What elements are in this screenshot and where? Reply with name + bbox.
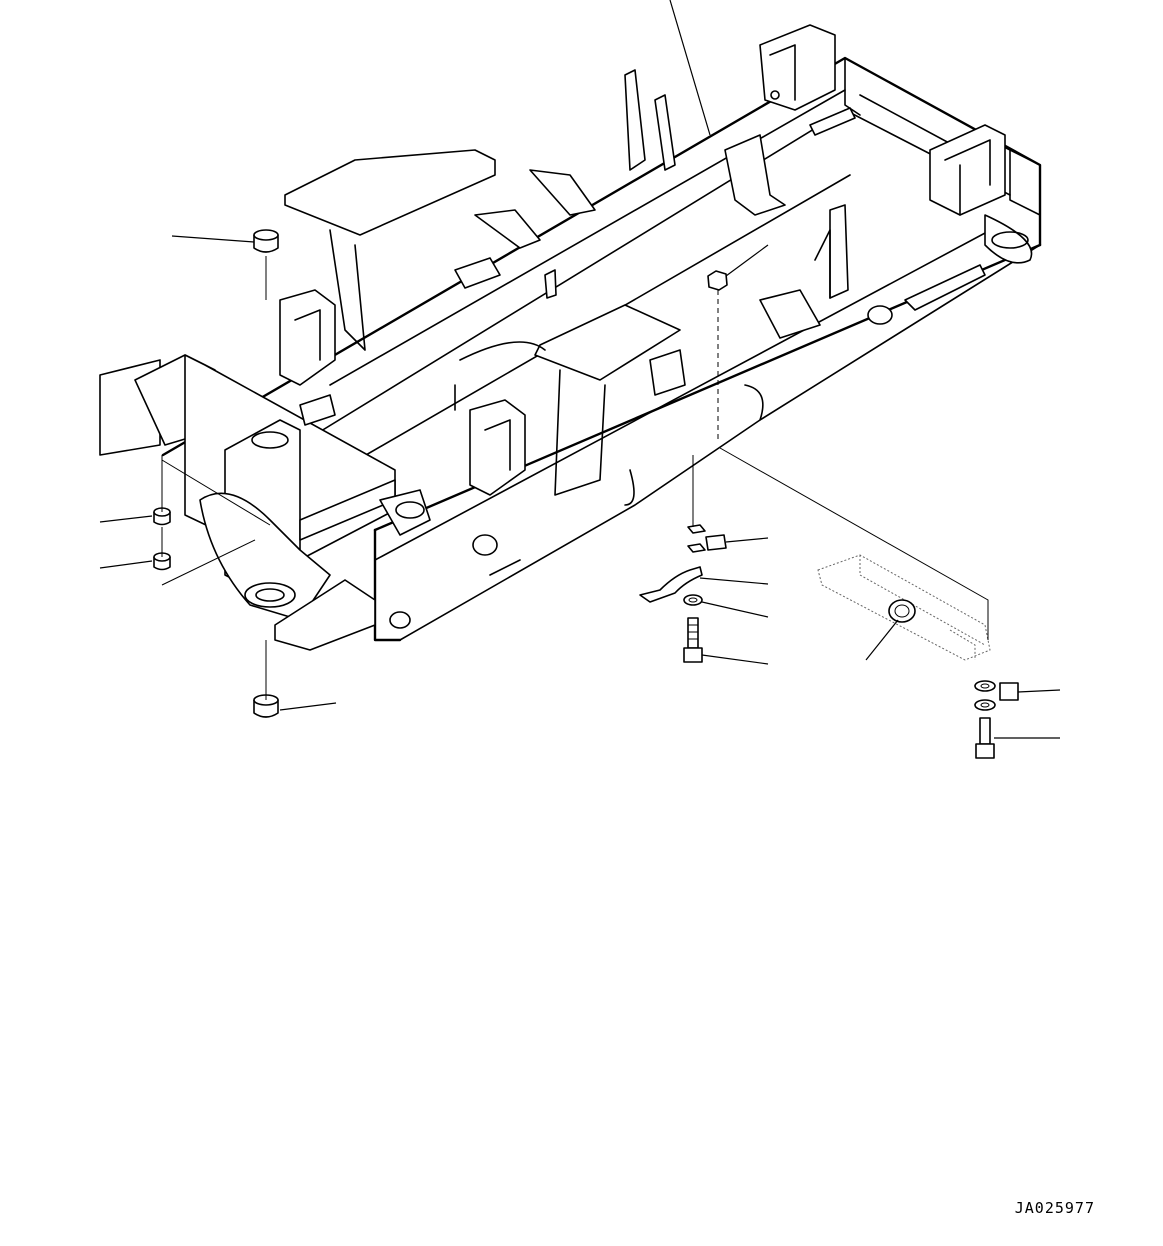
clamp <box>640 567 702 602</box>
bolt-short <box>976 718 994 758</box>
washer-pair-right <box>975 681 1018 710</box>
bolt-long <box>684 618 702 662</box>
mid-deck <box>285 150 685 495</box>
axle-support <box>818 555 990 660</box>
clip-parts <box>688 525 726 552</box>
front-hitch <box>100 355 430 650</box>
assembly-lines <box>162 256 988 700</box>
nut-top <box>708 271 727 290</box>
drawing-code: JA025977 <box>1014 1199 1095 1217</box>
cushion-lower <box>254 695 278 717</box>
vertical-plates-rear <box>625 70 848 298</box>
brackets-u-shaped <box>280 290 545 495</box>
rear-stays <box>725 108 985 338</box>
washer <box>684 595 702 605</box>
round-bosses <box>390 535 497 628</box>
leader-lines <box>100 0 1060 738</box>
rear-bracket-left <box>760 25 835 110</box>
rear-bracket-right <box>930 125 1032 263</box>
cushion-upper <box>254 230 278 252</box>
